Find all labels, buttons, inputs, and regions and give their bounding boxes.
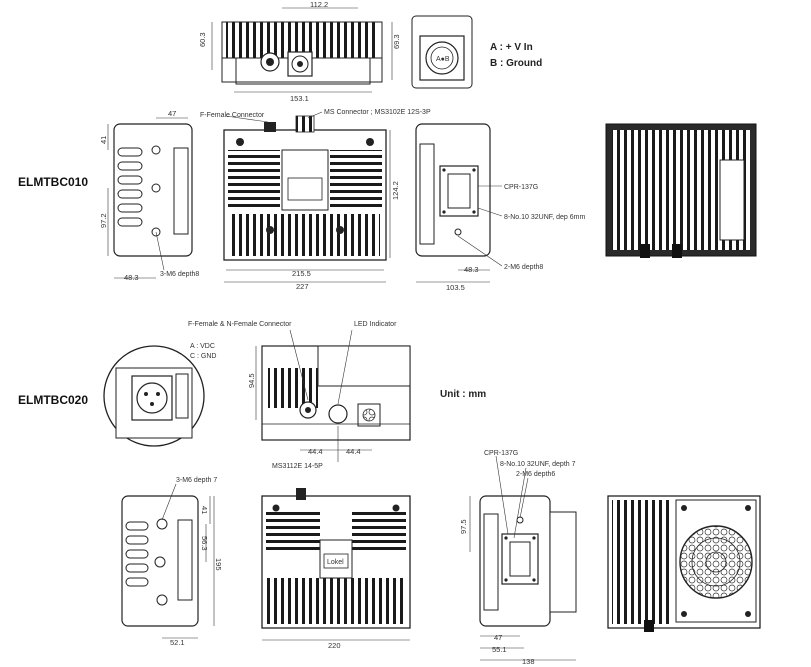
elmtbc020-connector-detail — [103, 345, 205, 447]
dim-52-1: 52.1 — [170, 638, 185, 647]
dim-56-3: 56.3 — [200, 536, 209, 551]
legend-b-ground: B : Ground — [490, 58, 542, 69]
dim-153-1: 153.1 — [290, 94, 309, 103]
dim-55-1: 55.1 — [492, 645, 507, 654]
callout-f-female-connector: F-Female Connector — [200, 112, 265, 119]
legend-a-vin: A : + V In — [490, 42, 533, 53]
elmtbc020-side-view — [261, 345, 411, 441]
elmtbc010-right-view — [415, 123, 491, 257]
callout-2-m6-depth6: 2-M6 depth6 — [516, 471, 555, 478]
model-label-elmtbc010: ELMTBC010 — [18, 175, 88, 189]
dim-124-2: 124.2 — [391, 181, 400, 200]
front-logo-text: Lokel — [327, 559, 344, 566]
dim-69-3: 69.3 — [392, 34, 401, 49]
dim-195: 195 — [214, 558, 223, 571]
model-label-elmtbc020: ELMTBC020 — [18, 393, 88, 407]
legend2-a-vdc: A : VDC — [190, 343, 215, 350]
dim-112-2: 112.2 — [310, 0, 328, 9]
callout-3-m6-depth7: 3-M6 depth 7 — [176, 477, 217, 484]
callout-2-m6-depth8: 2-M6 depth8 — [504, 264, 543, 271]
elmtbc010-front-view — [223, 115, 387, 261]
dim-47b: 47 — [494, 633, 502, 642]
elmtbc020-front-view: Lokel — [261, 488, 411, 629]
legend2-c-gnd: C : GND — [190, 353, 216, 360]
dim-94-5: 94.5 — [247, 373, 256, 388]
fan-icon — [679, 525, 753, 599]
callout-ms3112e: MS3112E 14-5P — [272, 463, 323, 470]
elmtbc010-left-view — [113, 123, 193, 257]
dim-44-4b: 44.4 — [346, 447, 361, 456]
elmtbc010-top-view: 112.2 60.3 69.3 153.1 — [198, 0, 401, 103]
elmtbc010-connector-detail: A●B — [411, 15, 473, 89]
unit-label: Unit : mm — [440, 389, 486, 400]
dim-60-3: 60.3 — [198, 32, 207, 47]
svg-text:A●B: A●B — [436, 56, 450, 63]
elmtbc020-photo-view — [607, 495, 761, 632]
dim-103-5: 103.5 — [446, 283, 465, 292]
dim-47: 47 — [168, 109, 176, 118]
dim-138: 138 — [522, 657, 535, 666]
dim-97-2: 97.2 — [99, 213, 108, 228]
callout-screw-no10-2: 8-No.10 32UNF, depth 7 — [500, 461, 576, 468]
elmtbc020-left-view — [121, 495, 199, 627]
dim-48-3: 48.3 — [124, 273, 139, 282]
callout-led-indicator: LED Indicator — [354, 321, 397, 328]
dim-215-5: 215.5 — [292, 269, 311, 278]
dim-97-5: 97.5 — [459, 519, 468, 534]
elmtbc010-photo-view — [605, 123, 757, 258]
dim-41: 41 — [99, 136, 108, 144]
dim-227: 227 — [296, 282, 309, 291]
callout-cpr-137g-1: CPR-137G — [504, 184, 538, 191]
dim-41b: 41 — [200, 506, 209, 514]
dim-44-4a: 44.4 — [308, 447, 323, 456]
callout-3-m6-depth8: 3-M6 depth8 — [160, 271, 199, 278]
dim-220: 220 — [328, 641, 341, 650]
callout-f-n-female-connector: F-Female & N-Female Connector — [188, 321, 292, 328]
callout-ms-connector: MS Connector ; MS3102E 12S-3P — [324, 109, 431, 116]
elmtbc020-right-view — [479, 495, 577, 627]
dim-48-3b: 48.3 — [464, 265, 479, 274]
callout-cpr-137g-2: CPR-137G — [484, 450, 518, 457]
callout-screw-no10-1: 8-No.10 32UNF, dep 6mm — [504, 214, 585, 221]
